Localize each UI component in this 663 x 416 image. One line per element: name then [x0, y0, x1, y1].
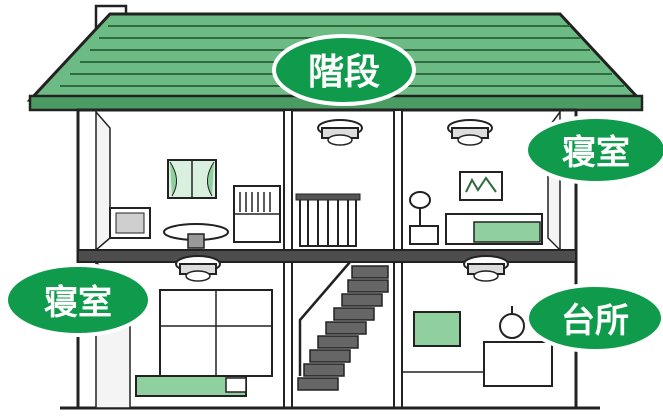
label-bedroom-lower: 寝室: [6, 265, 150, 335]
label-stairs: 階段: [274, 36, 414, 104]
label-stairs-text: 階段: [308, 52, 380, 93]
label-kitchen-text: 台所: [561, 301, 629, 341]
label-kitchen: 台所: [527, 285, 663, 351]
label-bedroom-lower-text: 寝室: [44, 283, 112, 323]
label-bedroom-upper: 寝室: [526, 117, 663, 183]
room-upper-stairs: [296, 194, 360, 246]
label-bedroom-upper-text: 寝室: [562, 133, 630, 173]
